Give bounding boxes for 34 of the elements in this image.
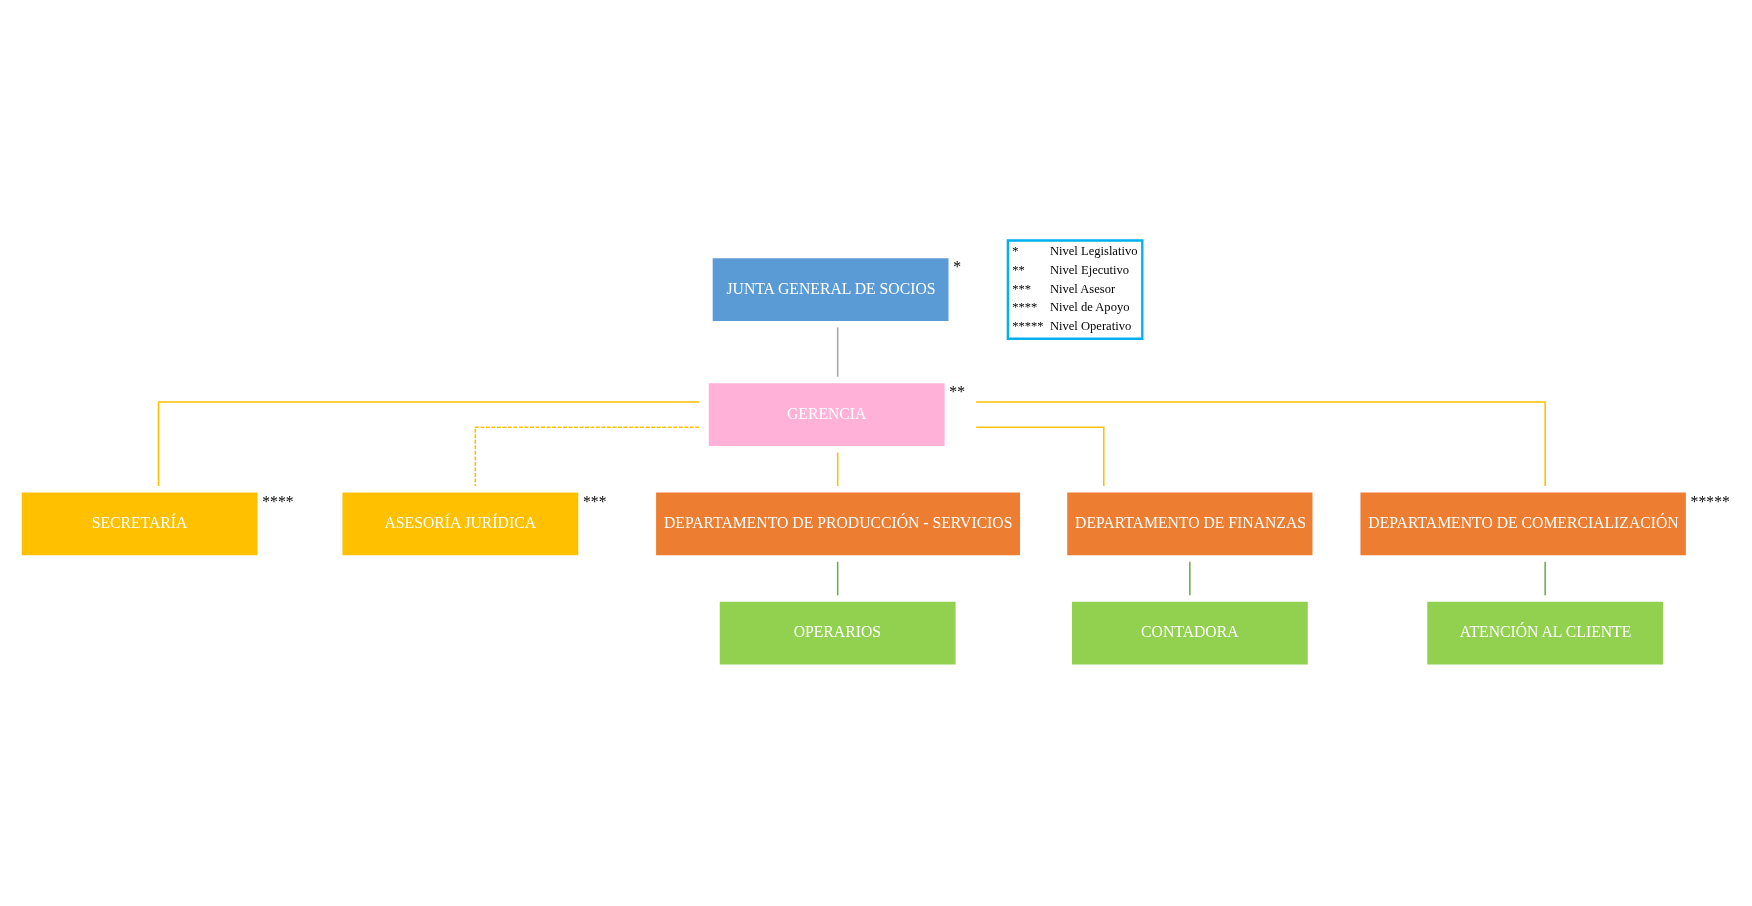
node-box: GERENCIA <box>708 382 945 446</box>
connector <box>1544 560 1546 596</box>
label: Nivel Asesor <box>1049 281 1116 296</box>
label: ***** <box>1012 318 1044 333</box>
label: *** <box>1012 281 1032 296</box>
node-box: OPERARIOS <box>719 601 956 665</box>
connector <box>836 560 839 596</box>
node-box: CONTADORA <box>1071 601 1308 665</box>
node-box: SECRETARÍA <box>21 491 258 555</box>
connector <box>157 400 700 487</box>
label: **** <box>1012 299 1038 314</box>
node-label: ** <box>949 382 966 400</box>
connector <box>1189 560 1191 596</box>
label: Nivel Operativo <box>1049 318 1132 333</box>
label: * <box>1012 243 1019 258</box>
connector <box>836 451 839 487</box>
connector <box>975 425 1105 487</box>
node-label: ***** <box>1690 492 1730 510</box>
node-box: ASESORÍA JURÍDICA <box>342 491 579 555</box>
connector <box>975 400 1546 487</box>
node-box: DEPARTAMENTO DE PRODUCCIÓN - SERVICIOS <box>656 491 1021 555</box>
node-box: ATENCIÓN AL CLIENTE <box>1427 601 1664 665</box>
label: Nivel Legislativo <box>1049 243 1138 258</box>
node-label: * <box>953 257 962 275</box>
label: Nivel de Apoyo <box>1049 299 1130 314</box>
connector <box>474 425 700 487</box>
label: Nivel Ejecutivo <box>1049 262 1130 277</box>
node-box: DEPARTAMENTO DE FINANZAS <box>1067 491 1313 555</box>
connector <box>836 326 839 377</box>
label: ** <box>1012 262 1025 277</box>
node-box: JUNTA GENERAL DE SOCIOS <box>712 257 949 321</box>
node-label: *** <box>582 492 607 510</box>
node-box: DEPARTAMENTO DE COMERCIALIZACIÓN <box>1360 491 1686 555</box>
node-label: **** <box>262 492 294 510</box>
